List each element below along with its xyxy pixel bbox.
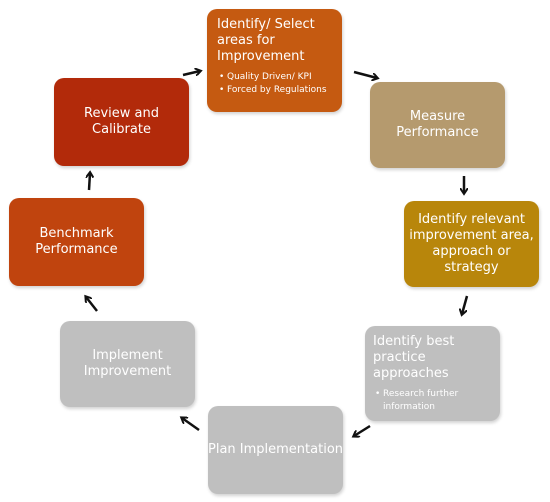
arrow-icon <box>354 424 371 436</box>
step-identify-select-areas: Identify/ Select areas for Improvement Q… <box>207 9 342 112</box>
arrow-icon <box>182 71 200 77</box>
step-measure-performance: Measure Performance <box>370 82 505 168</box>
arrow-icon <box>462 295 469 314</box>
arrow-icon <box>89 173 90 191</box>
step-title: Implement Improvement <box>83 348 172 379</box>
step-title: Plan Implementation <box>208 442 344 457</box>
step-title: Identify/ Select areas for Improvement <box>217 17 315 64</box>
arrow-icon <box>86 297 98 312</box>
step-implement-improvement: Implement Improvement <box>60 321 195 407</box>
step-benchmark-performance: Benchmark Performance <box>9 198 144 286</box>
step-title: Identify relevant improvement area, appr… <box>409 212 534 275</box>
bullet-item: Research further information <box>375 388 492 414</box>
step-identify-best-practice: Identify best practice approaches Resear… <box>365 326 500 421</box>
step-review-calibrate: Review and Calibrate <box>54 78 189 166</box>
step-title: Benchmark Performance <box>35 226 118 257</box>
step-plan-implementation: Plan Implementation <box>208 406 343 494</box>
bullet-item: Quality Driven/ KPI <box>219 71 334 84</box>
arrow-icon <box>182 418 200 432</box>
arrow-icon <box>353 70 377 78</box>
step-bullet-list: Quality Driven/ KPI Forced by Regulation… <box>217 71 334 97</box>
step-bullet-list: Research further information <box>373 388 492 414</box>
step-title: Review and Calibrate <box>84 106 159 137</box>
step-title: Measure Performance <box>396 109 479 140</box>
step-identify-relevant-area: Identify relevant improvement area, appr… <box>404 201 539 287</box>
bullet-item: Forced by Regulations <box>219 84 334 97</box>
step-title: Identify best practice approaches <box>373 334 455 381</box>
